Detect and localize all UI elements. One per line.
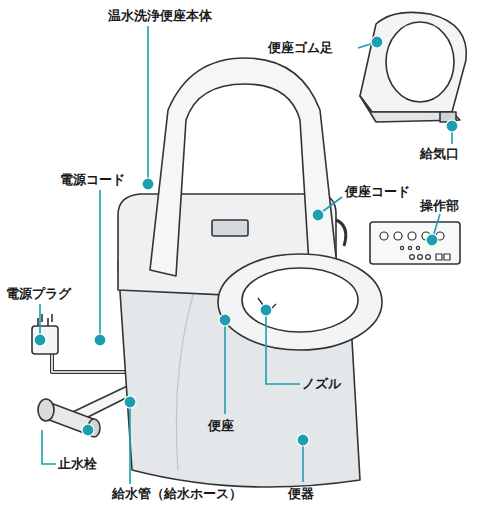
part-label: ノズル (302, 376, 341, 392)
part-label: 便座コード (345, 184, 410, 200)
part-label: 電源プラグ (6, 286, 71, 302)
part-label: 温水洗浄便座本体 (108, 8, 212, 24)
part-label: 給水管（給水ホース） (112, 486, 242, 502)
part-label: 便器 (288, 486, 314, 502)
part-label: 便座ゴム足 (268, 40, 333, 56)
part-label: 便座 (208, 418, 234, 434)
part-label: 操作部 (420, 198, 459, 214)
part-label: 止水栓 (58, 456, 97, 472)
part-label: 給気口 (420, 146, 459, 162)
part-label: 電源コード (60, 172, 125, 188)
